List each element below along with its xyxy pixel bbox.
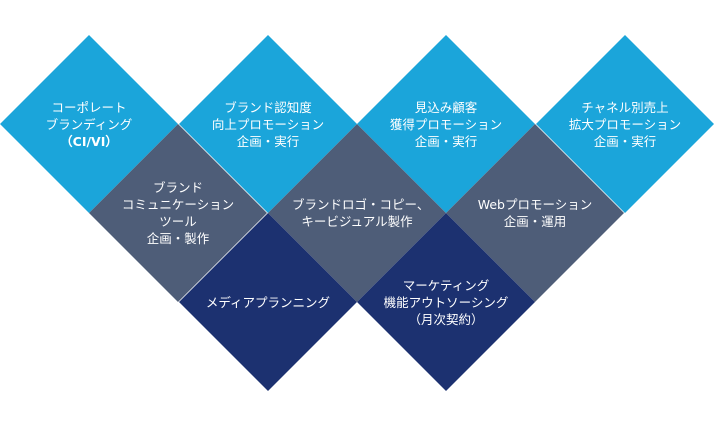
diamond-label: マーケティング 機能アウトソーシング （月次契約） xyxy=(381,277,511,328)
label-line: ブランディング xyxy=(45,116,133,132)
diamond-label: メディアプランニング xyxy=(203,294,333,311)
diamond-label: ブランド認知度 向上プロモーション 企画・実行 xyxy=(203,99,333,150)
diamond-label: チャネル別売上 拡大プロモーション 企画・実行 xyxy=(560,99,690,150)
label-line: 企画・実行 xyxy=(593,133,657,149)
label-line: コミュニケーション xyxy=(121,197,235,212)
diamond-label: コーポレート ブランディング （CI/VI） xyxy=(24,99,154,150)
label-line: キービジュアル製作 xyxy=(301,214,413,229)
diamond-label: 見込み顧客 獲得プロモーション 企画・実行 xyxy=(381,99,511,150)
diamond-label: ブランドロゴ・コピー、 キービジュアル製作 xyxy=(292,196,430,230)
label-line: ブランド認知度 xyxy=(224,99,312,115)
label-line: Webプロモーション xyxy=(477,197,593,212)
label-line: ブランド xyxy=(152,180,203,195)
label-line: メディアプランニング xyxy=(205,294,331,310)
diamond-label: Webプロモーション 企画・運用 xyxy=(470,196,600,230)
label-line: 企画・製作 xyxy=(146,231,210,246)
label-line: マーケティング xyxy=(402,277,490,293)
label-line: 向上プロモーション xyxy=(211,116,325,132)
label-line: ブランドロゴ・コピー、 xyxy=(292,197,430,212)
label-line: 獲得プロモーション xyxy=(389,116,503,132)
label-line: 機能アウトソーシング xyxy=(383,294,509,310)
label-line: ツール xyxy=(159,214,197,229)
label-line: （月次契約） xyxy=(408,311,484,327)
diamond-label: ブランド コミュニケーション ツール 企画・製作 xyxy=(113,179,243,247)
label-line: チャネル別売上 xyxy=(581,99,669,115)
label-line: 企画・実行 xyxy=(236,133,300,149)
label-line: 拡大プロモーション xyxy=(568,116,682,132)
label-line: 見込み顧客 xyxy=(414,99,478,115)
label-line: （CI/VI） xyxy=(60,133,118,149)
label-line: 企画・運用 xyxy=(503,214,567,229)
label-line: コーポレート xyxy=(51,99,127,115)
label-line: 企画・実行 xyxy=(414,133,478,149)
